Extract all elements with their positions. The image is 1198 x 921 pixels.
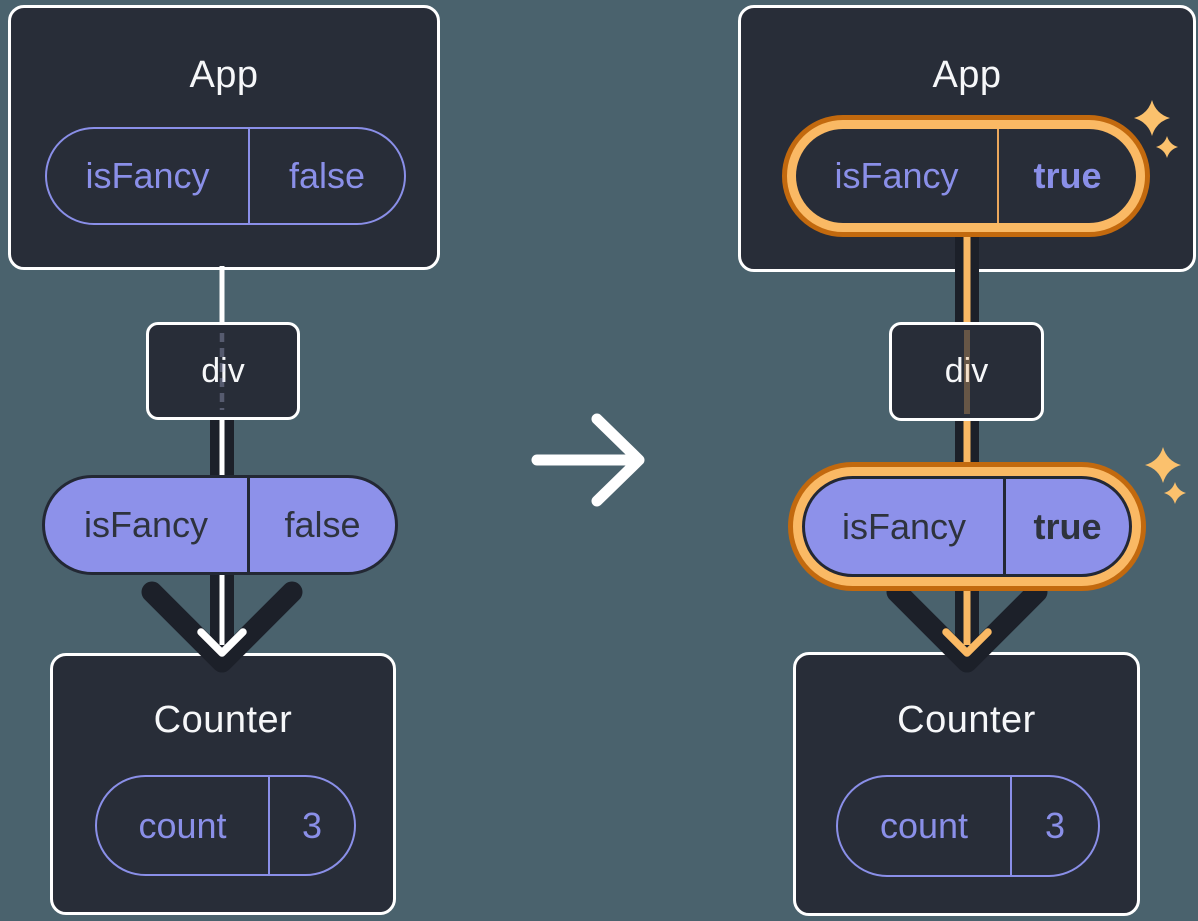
prop-name-cell: isFancy	[841, 505, 967, 547]
right-arrow-icon	[531, 413, 645, 507]
before-div-label: div	[201, 351, 245, 390]
prop-value-cell: true	[997, 129, 1136, 223]
after-counter-title: Counter	[897, 699, 1036, 741]
state-name-cell: count	[138, 804, 227, 846]
prop-name-cell: isFancy	[83, 504, 209, 545]
after-app-title: App	[932, 54, 1002, 96]
prop-value-cell: false	[247, 478, 395, 572]
after-app-prop-pill-highlight-ring: isFancy true	[782, 115, 1150, 237]
after-prop-pill-highlight-ring: isFancy true	[788, 462, 1146, 591]
before-app-prop-pill: isFancy false	[45, 127, 406, 225]
before-counter-state-pill: count 3	[95, 775, 356, 876]
prop-value-cell: true	[1003, 479, 1129, 574]
sparkle-icon	[1145, 447, 1181, 483]
after-small-arrowhead	[942, 628, 992, 657]
after-div-box: div	[889, 322, 1044, 421]
before-prop-pill: isFancy false	[42, 475, 398, 575]
state-name-cell: count	[879, 805, 969, 846]
before-div-box: div	[146, 322, 300, 420]
before-counter-card: Counter count 3	[50, 653, 396, 915]
before-app-card: App isFancy false	[8, 5, 440, 270]
prop-value-cell: false	[248, 129, 404, 223]
before-small-arrowhead	[197, 628, 247, 657]
before-app-title: App	[189, 54, 259, 96]
sparkle-icon	[1164, 482, 1186, 504]
prop-name-cell: isFancy	[85, 155, 210, 196]
after-app-prop-pill: isFancy true	[796, 129, 1136, 223]
before-big-arrowhead	[141, 581, 303, 673]
after-counter-card: Counter count 3	[793, 652, 1140, 916]
after-prop-pill: isFancy true	[802, 476, 1132, 577]
state-value-cell: 3	[1010, 777, 1098, 875]
after-counter-state-pill: count 3	[836, 775, 1100, 877]
after-div-label: div	[944, 352, 989, 390]
before-counter-title: Counter	[153, 699, 293, 741]
state-value-cell: 3	[268, 777, 354, 874]
prop-name-cell: isFancy	[834, 155, 959, 196]
